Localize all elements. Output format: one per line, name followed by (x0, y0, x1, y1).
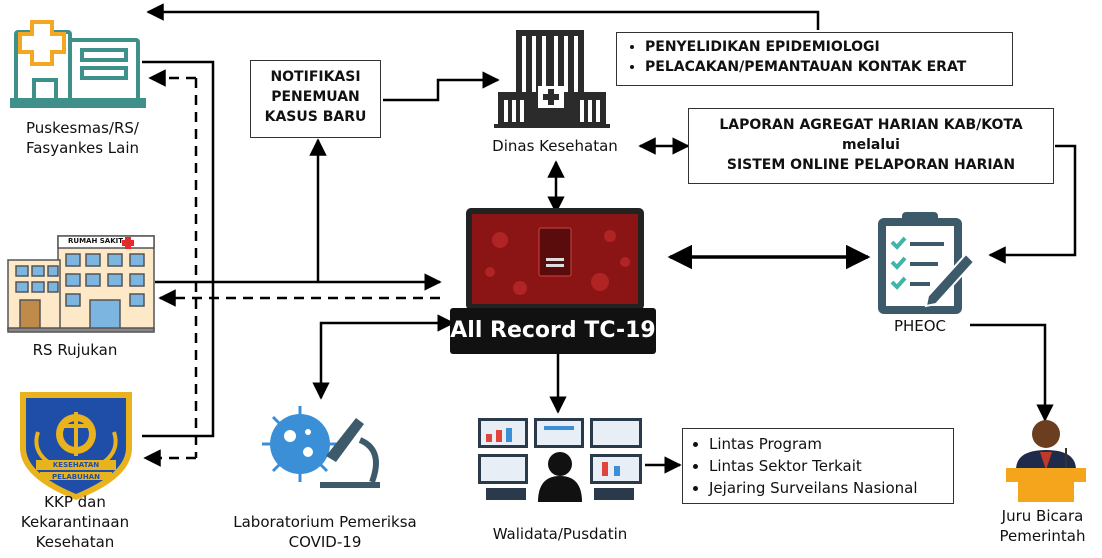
node-pheoc-label: PHEOC (893, 317, 947, 335)
icon-text-seal-bottom: PELABUHAN (52, 473, 100, 481)
icon-text-rumah-sakit: RUMAH SAKIT (68, 237, 124, 245)
icon-text-seal-top: KESEHATAN (52, 461, 100, 469)
epi-box: PENYELIDIKAN EPIDEMIOLOGI PELACAKAN/PEMA… (616, 32, 1013, 86)
lintas-box: Lintas Program Lintas Sektor Terkait Jej… (682, 428, 954, 504)
notifikasi-box: NOTIFIKASI PENEMUAN KASUS BARU (250, 60, 381, 138)
node-pheoc: PHEOC (880, 316, 960, 336)
node-puskesmas: Puskesmas/RS/ Fasyankes Lain (0, 118, 165, 158)
hospital-icon (7, 235, 155, 333)
node-rs-rujukan-label: RS Rujukan (32, 341, 118, 359)
epi-list: PENYELIDIKAN EPIDEMIOLOGI PELACAKAN/PEMA… (623, 37, 1006, 77)
node-walidata: Walidata/Pusdatin (470, 524, 650, 544)
node-juru-bicara: Juru Bicara Pemerintah (985, 506, 1100, 546)
notifikasi-text: NOTIFIKASI PENEMUAN KASUS BARU (264, 69, 367, 125)
node-dinkes-label: Dinas Kesehatan (492, 137, 618, 155)
node-lab: Laboratorium Pemeriksa COVID-19 (205, 512, 445, 552)
node-kkp-label: KKP dan Kekarantinaan Kesehatan (20, 493, 130, 551)
kkp-seal-icon (20, 392, 132, 500)
laporan-box: LAPORAN AGREGAT HARIAN KAB/KOTA melalui … (688, 108, 1054, 184)
arrow-pheoc-jurubicara (970, 323, 1054, 422)
node-dinkes: Dinas Kesehatan (470, 136, 640, 156)
arrow-laporan-pheoc (988, 144, 1077, 264)
node-rs-rujukan: RS Rujukan (0, 340, 150, 360)
line-puskesmas-collector (142, 60, 215, 438)
spokesperson-podium-icon (1006, 420, 1086, 502)
node-puskesmas-label: Puskesmas/RS/ Fasyankes Lain (25, 119, 140, 157)
clipboard-icon (878, 212, 976, 314)
health-office-icon (494, 30, 610, 128)
node-lab-label: Laboratorium Pemeriksa COVID-19 (233, 513, 417, 551)
node-walidata-label: Walidata/Pusdatin (492, 525, 628, 543)
arrow-lab-center (312, 314, 455, 400)
monitoring-center-icon (478, 418, 642, 502)
arrow-epi-to-puskesmas (146, 3, 820, 30)
lintas-list: Lintas Program Lintas Sektor Terkait Jej… (687, 433, 949, 499)
lintas-item: Lintas Program (709, 433, 949, 455)
center-title: All Record TC-19 (450, 318, 656, 343)
epi-item: PENYELIDIKAN EPIDEMIOLOGI (645, 37, 1006, 57)
laporan-text: LAPORAN AGREGAT HARIAN KAB/KOTA melalui … (719, 117, 1023, 173)
lab-virus-microscope-icon (262, 406, 380, 488)
connectors (142, 3, 1077, 474)
lintas-item: Jejaring Surveilans Nasional (709, 477, 949, 499)
node-kkp: KKP dan Kekarantinaan Kesehatan (0, 492, 150, 552)
node-juru-bicara-label: Juru Bicara Pemerintah (999, 507, 1086, 545)
laptop-icon (450, 208, 656, 354)
arrow-notifikasi-to-dinkes (383, 71, 500, 102)
epi-item: PELACAKAN/PEMANTAUAN KONTAK ERAT (645, 57, 1006, 77)
lintas-item: Lintas Sektor Terkait (709, 455, 949, 477)
clinic-icon (10, 20, 146, 108)
